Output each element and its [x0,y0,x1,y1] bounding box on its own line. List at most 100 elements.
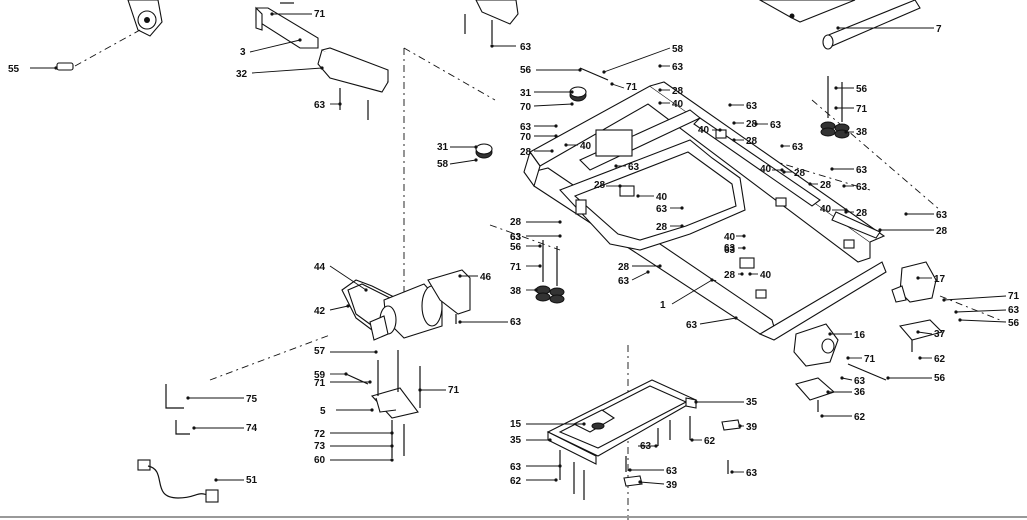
callout-c-62c: 62 [704,436,716,447]
roller-7 [822,0,921,50]
leader-dot-c-63t [734,316,738,320]
callout-c-62b: 62 [854,412,866,423]
leader-dot-c-28d [550,149,554,153]
callout-c-60: 60 [314,455,326,466]
hinge-bracket-5 [345,350,421,458]
callout-c-40b: 40 [698,125,710,136]
leader-dot-c-58b [474,158,478,162]
callout-c-28k: 28 [510,217,522,228]
callout-c-74: 74 [246,423,258,434]
caster-31-upper [569,86,587,102]
pin-56-right [847,363,887,381]
callout-c-15: 15 [510,419,522,430]
callout-c-63e: 63 [770,120,782,131]
leader-dot-c-62c [690,438,694,442]
leader-dot-c-63d [728,103,732,107]
leader-dot-c-5 [370,408,374,412]
pad-37 [898,319,944,352]
leader-dot-c-63y [730,470,734,474]
leader-dot-c-16 [828,332,832,336]
leader-dot-c-40f [844,208,848,212]
callout-c-63m: 63 [510,232,522,243]
callout-c-31a: 31 [520,88,532,99]
main-frame-1 [523,81,887,341]
callout-c-28m: 28 [724,270,736,281]
callout-c-40f: 40 [820,204,832,215]
leader-dot-c-59 [344,372,348,376]
callout-c-70b: 70 [520,132,532,143]
leader-dot-c-40b [718,128,722,132]
leader-dot-c-63q [646,270,650,274]
callout-c-56b: 56 [856,84,868,95]
callout-c-40a: 40 [672,99,684,110]
foot-16 [793,323,839,367]
leader-dot-c-71h [418,388,422,392]
callout-c-63p: 63 [724,245,736,256]
leader-dot-c-63u [840,376,844,380]
callout-c-73: 73 [314,441,326,452]
callout-c-59: 59 [314,370,326,381]
callout-c-63n: 63 [724,243,736,254]
leader-dot-c-58a [602,70,606,74]
leader-dot-c-28e [782,170,786,174]
callout-c-63w: 63 [510,462,522,473]
pad-36 [795,377,836,412]
callout-c-71d: 71 [510,262,522,273]
leader-dot-c-60 [390,458,394,462]
leader-dot-c-63x [628,468,632,472]
top-grip [464,0,519,44]
leader-dot-c-71g [846,356,850,360]
leader-c-58a [603,47,671,73]
leader-dot-c-28l [658,264,662,268]
callout-c-63t: 63 [686,320,698,331]
leader-dot-c-71e [942,298,946,302]
leader-dot-c-70b [554,134,558,138]
callout-c-1: 1 [660,300,666,311]
callout-c-55: 55 [8,64,20,75]
leader-dot-c-7 [836,26,840,30]
callout-c-32: 32 [236,69,248,80]
callout-c-62d: 62 [510,476,522,487]
leader-dot-c-63m [558,234,562,238]
callout-c-5: 5 [320,406,326,417]
motor-assembly [341,279,443,341]
callout-c-56d: 56 [1008,318,1020,329]
leader-dot-c-40g [742,234,746,238]
leader-dot-c-63g [780,144,784,148]
callout-c-56a: 56 [520,65,532,76]
leader-dot-c-28i [680,224,684,228]
callout-c-63x: 63 [666,466,678,477]
callout-c-36: 36 [854,387,866,398]
callout-c-40h: 40 [760,270,772,281]
callout-c-28c: 28 [746,136,758,147]
leader-dot-c-3 [298,38,302,42]
callout-c-16: 16 [854,330,866,341]
leader-dot-c-70a [570,102,574,106]
leader-dot-c-71a [270,12,274,16]
callout-c-39a: 39 [746,422,758,433]
callout-c-38a: 38 [856,127,868,138]
callout-c-56e: 56 [934,373,946,384]
leader-c-3 [249,39,301,53]
leader-c-58b [449,159,477,165]
callout-c-63f: 63 [520,122,532,133]
callout-c-42: 42 [314,306,326,317]
leader-dot-c-28g [618,184,622,188]
leader-c-71b [611,83,625,89]
leader-c-56d [959,319,1007,323]
callout-c-63y: 63 [746,468,758,479]
leader-dot-c-56e [886,376,890,380]
callout-c-72: 72 [314,429,326,440]
leader-dot-c-55 [54,66,58,70]
leader-dot-c-63w [558,464,562,468]
leader-dot-c-71b [610,82,614,86]
leader-dot-c-28m [740,272,744,276]
leader-dot-c-28c [732,138,736,142]
leader-dot-c-75 [186,396,190,400]
leader-dot-c-63v [654,444,658,448]
callout-c-63v: 63 [640,441,652,452]
caster-31-lower [475,143,493,159]
callout-c-75: 75 [246,394,258,405]
leader-dot-c-15 [582,422,586,426]
callout-c-63r: 63 [510,317,522,328]
